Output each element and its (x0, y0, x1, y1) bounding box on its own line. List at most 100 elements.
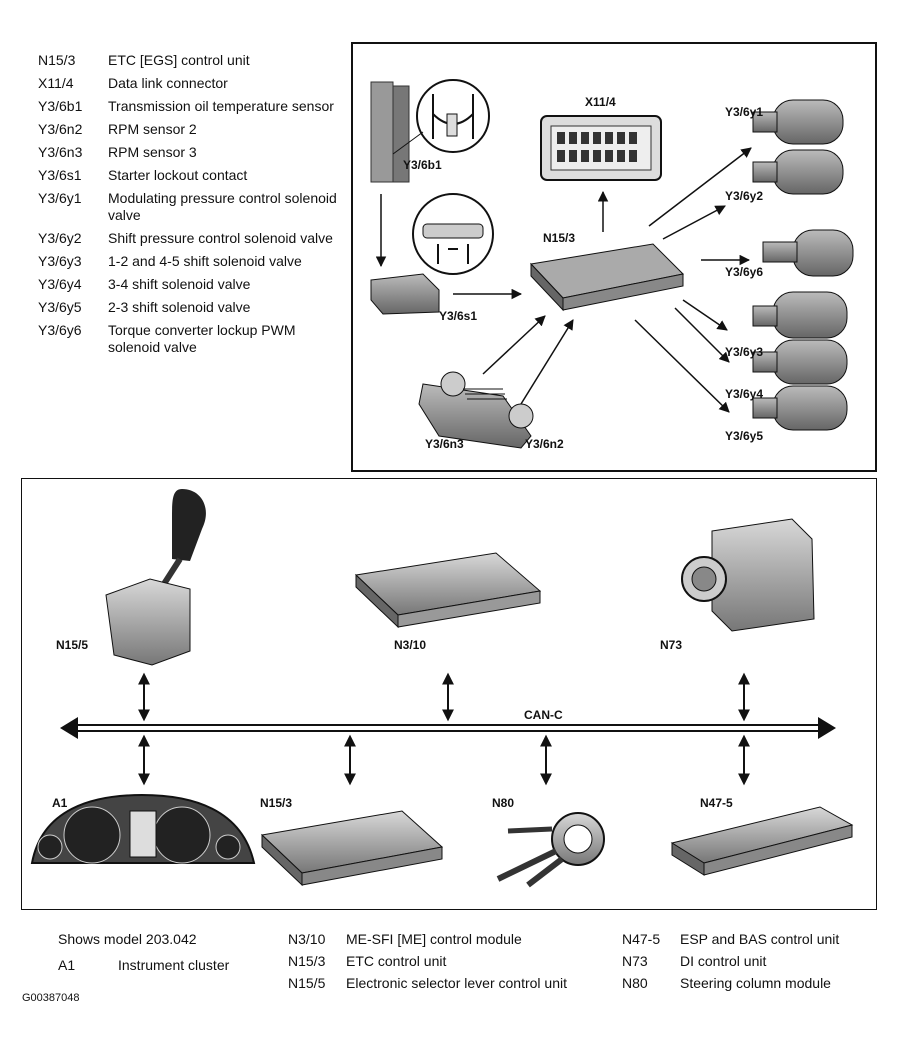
label-x11-4: X11/4 (585, 95, 616, 109)
can-bus-diagram: N15/5 N3/10 N73 CAN-C (21, 478, 877, 910)
solenoid-valve-drawings (752, 99, 854, 431)
label-y3-6y4: Y3/6y4 (725, 387, 763, 401)
legend-desc: 3-4 shift solenoid valve (108, 276, 251, 292)
footer-code: N73 (622, 953, 648, 969)
label-y3-6b1: Y3/6b1 (403, 158, 442, 172)
footer-row: N73 DI control unit (622, 950, 839, 972)
legend-code: X11/4 (38, 75, 74, 91)
transmission-component-diagram: Y3/6b1 X11/4 Y3/6s1 N15/3 (351, 42, 877, 472)
esp-control-unit-drawing (670, 806, 854, 876)
arrow (482, 315, 546, 375)
footer-desc: DI control unit (680, 953, 767, 969)
legend-code: N15/3 (38, 52, 76, 68)
footer-desc: ME-SFI [ME] control module (346, 931, 522, 947)
legend-code: Y3/6y2 (38, 230, 82, 246)
label-y3-6s1: Y3/6s1 (439, 309, 477, 323)
footer-code: N47-5 (622, 931, 661, 947)
legend-row: Y3/6y4 3-4 shift solenoid valve (38, 276, 338, 293)
etc-control-unit-lower-drawing (260, 810, 444, 887)
label-can-c: CAN-C (524, 708, 563, 722)
legend-desc: Starter lockout contact (108, 167, 248, 183)
label-n73: N73 (660, 638, 682, 652)
legend-code: Y3/6n3 (38, 144, 83, 160)
legend-row: X11/4 Data link connector (38, 75, 338, 92)
footer-code: N80 (622, 975, 648, 991)
label-y3-6n3: Y3/6n3 (425, 437, 464, 451)
label-y3-6y2: Y3/6y2 (725, 189, 763, 203)
oil-temp-sensor-drawing (370, 79, 490, 183)
instrument-cluster-drawing (30, 793, 256, 864)
arrow (520, 319, 574, 405)
legend-row: N15/3 ETC [EGS] control unit (38, 52, 338, 69)
footer-row: N15/3 ETC control unit (288, 950, 567, 972)
arrow (682, 299, 728, 331)
legend-desc: RPM sensor 2 (108, 121, 197, 137)
legend-code: Y3/6y1 (38, 190, 82, 206)
legend-desc: Data link connector (108, 75, 228, 91)
legend-code: Y3/6s1 (38, 167, 82, 183)
label-n15-3: N15/3 (543, 231, 575, 245)
footer-desc: Electronic selector lever control unit (346, 975, 567, 991)
legend-code: Y3/6y6 (38, 322, 82, 338)
legend-row: Y3/6s1 Starter lockout contact (38, 167, 338, 184)
figure-id: G00387048 (22, 992, 80, 1004)
label-n15-3-bottom: N15/3 (260, 796, 292, 810)
legend-desc: Transmission oil temperature sensor (108, 98, 334, 114)
starter-lockout-contact-drawing (370, 193, 494, 315)
transmission-diagram-svg: Y3/6b1 X11/4 Y3/6s1 N15/3 (370, 79, 854, 451)
can-bus-line (60, 717, 836, 739)
legend-desc: Shift pressure control solenoid valve (108, 230, 333, 246)
label-n15-5: N15/5 (56, 638, 88, 652)
label-n80: N80 (492, 796, 514, 810)
steering-column-module-drawing (496, 812, 605, 888)
footer-code: A1 (58, 957, 76, 973)
arrow (634, 319, 730, 413)
arrow (648, 147, 752, 227)
legend-row: Y3/6y6 Torque converter lockup PWM soleno… (38, 322, 338, 356)
legend-row: Y3/6n3 RPM sensor 3 (38, 144, 338, 161)
label-y3-6y5: Y3/6y5 (725, 429, 763, 443)
footer-code: N15/3 (288, 953, 326, 969)
legend-row: Y3/6y5 2-3 shift solenoid valve (38, 299, 338, 316)
legend-desc: 2-3 shift solenoid valve (108, 299, 251, 315)
di-control-unit-drawing (681, 518, 815, 632)
label-y3-6y3: Y3/6y3 (725, 345, 763, 359)
footer-row: N15/5 Electronic selector lever control u… (288, 972, 567, 994)
rpm-sensors-drawing (418, 371, 534, 449)
legend-code: Y3/6y5 (38, 299, 82, 315)
can-diagram-svg: N15/5 N3/10 N73 CAN-C (30, 489, 854, 888)
label-y3-6y6: Y3/6y6 (725, 265, 763, 279)
legend-code: Y3/6y4 (38, 276, 82, 292)
data-link-connector-drawing (540, 115, 662, 181)
label-y3-6n2: Y3/6n2 (525, 437, 564, 451)
me-sfi-control-module-drawing (354, 552, 542, 629)
legend-desc: Torque converter lockup PWM solenoid val… (108, 322, 296, 355)
legend-desc: RPM sensor 3 (108, 144, 197, 160)
footer-desc: ETC control unit (346, 953, 447, 969)
etc-control-unit-drawing (529, 243, 685, 312)
legend-code: Y3/6b1 (38, 98, 83, 114)
footer-model-note: Shows model 203.042 (58, 931, 197, 947)
label-n47-5: N47-5 (700, 796, 733, 810)
footer-desc: Steering column module (680, 975, 831, 991)
label-n3-10: N3/10 (394, 638, 426, 652)
label-y3-6y1: Y3/6y1 (725, 105, 763, 119)
legend-desc: 1-2 and 4-5 shift solenoid valve (108, 253, 302, 269)
legend-desc: Modulating pressure control solenoid val… (108, 190, 337, 223)
label-a1: A1 (52, 796, 68, 810)
arrow (662, 205, 726, 240)
legend-row: Y3/6y2 Shift pressure control solenoid va… (38, 230, 338, 247)
selector-lever-drawing (105, 489, 206, 666)
legend-row: Y3/6y1 Modulating pressure control soleno… (38, 190, 338, 224)
legend-desc: ETC [EGS] control unit (108, 52, 250, 68)
footer-code: N15/5 (288, 975, 326, 991)
legend-row: Y3/6b1 Transmission oil temperature senso… (38, 98, 338, 115)
top-legend: N15/3 ETC [EGS] control unit X11/4 Data li… (38, 52, 338, 362)
footer-row: N80 Steering column module (622, 972, 839, 994)
